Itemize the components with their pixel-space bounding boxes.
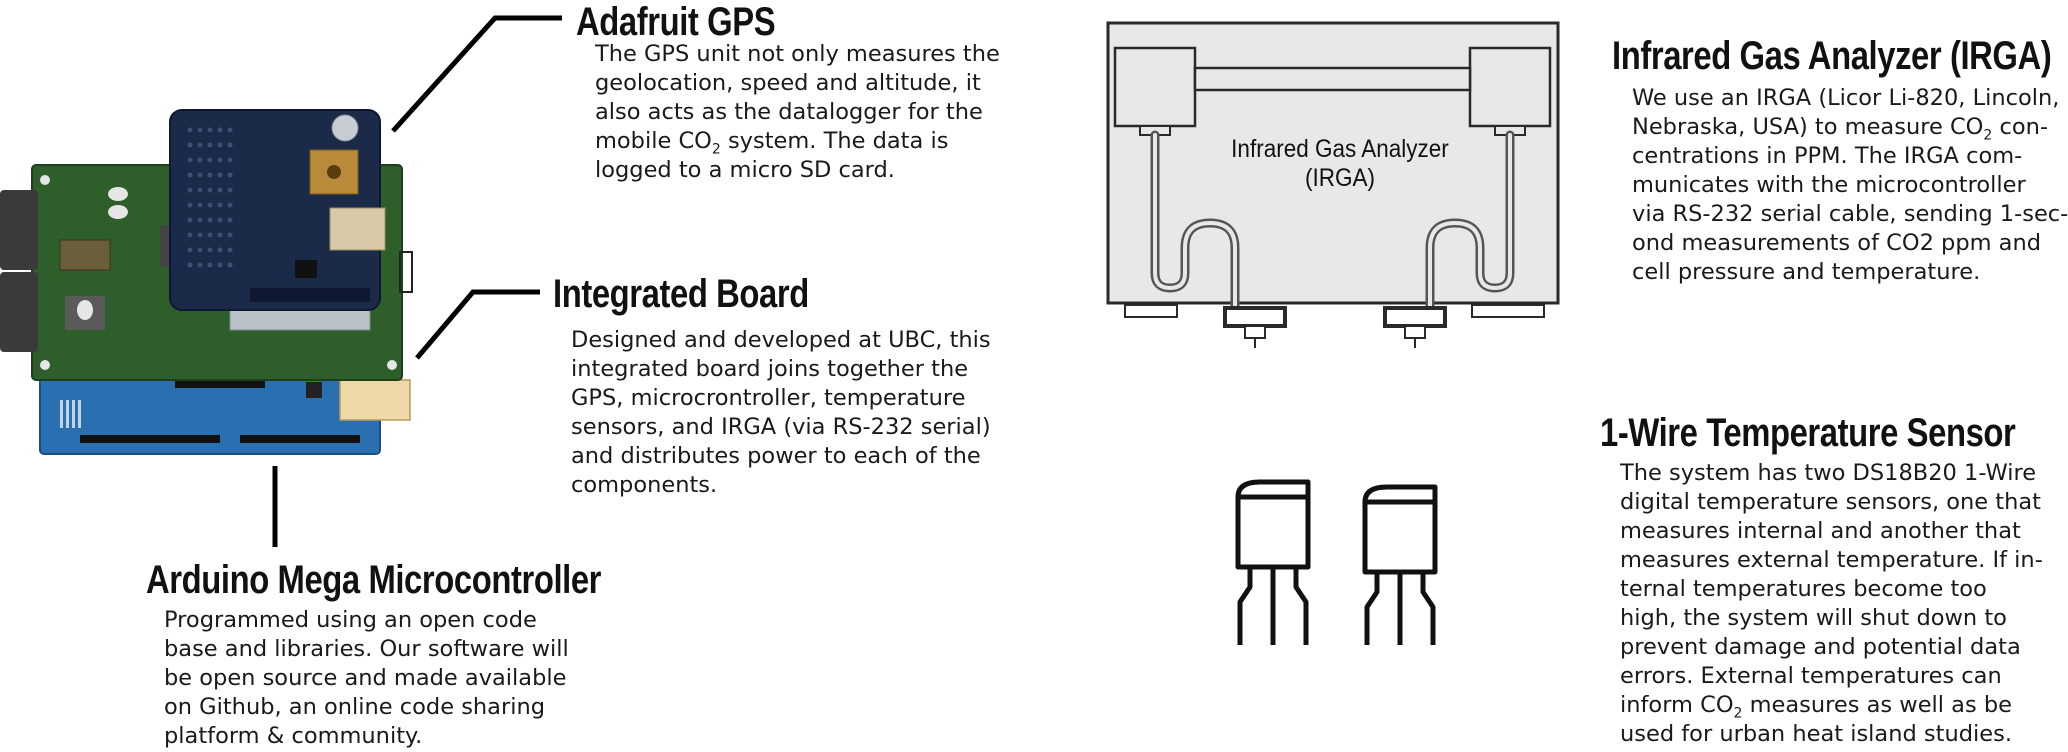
line-text: inform CO [1620, 692, 1734, 718]
line-text: on Github, an online code sharing [164, 694, 546, 720]
line-text: We use an IRGA (Licor Li-820, Lincoln, [1632, 85, 2060, 111]
description-line: digital temperature sensors, one that [1620, 488, 2050, 517]
description-line: also acts as the datalogger for the [595, 98, 1035, 127]
description-line: and distributes power to each of the [571, 442, 1011, 471]
board-description: Designed and developed at UBC, this integ… [571, 326, 1011, 500]
sensor-right [1362, 484, 1438, 645]
subscript: 2 [711, 141, 721, 158]
adafruit-gps-shield [169, 109, 386, 311]
line-text: con- [1992, 114, 2048, 140]
description-line: Designed and developed at UBC, this [571, 326, 1011, 355]
line-text: errors. External temperatures can [1620, 663, 2002, 689]
description-line: geolocation, speed and altitude, it [595, 69, 1035, 98]
irga-box-label-line1: Infrared Gas Analyzer [1231, 135, 1449, 163]
line-text: centrations in PPM. The IRGA com- [1632, 143, 2023, 169]
description-line: on Github, an online code sharing [164, 693, 604, 722]
gps-heading: Adafruit GPS [576, 0, 776, 44]
line-text: base and libraries. Our software will [164, 636, 569, 662]
description-line: platform & community. [164, 722, 604, 751]
line-text: mobile CO [595, 128, 712, 154]
irga-heading: Infrared Gas Analyzer (IRGA) [1612, 34, 2052, 78]
line-text: The system has two DS18B20 1-Wire [1620, 460, 2037, 486]
subscript: 2 [1733, 705, 1743, 722]
description-line: prevent damage and potential data [1620, 633, 2050, 662]
irga-box-label-line2: (IRGA) [1304, 164, 1376, 192]
description-line: municates with the microcontroller [1632, 171, 2052, 200]
description-line: logged to a micro SD card. [595, 156, 1035, 185]
line-text: GPS, microcrontroller, temperature [571, 385, 966, 411]
irga-left-port [1223, 306, 1287, 328]
description-line: inform CO2 measures as well as be [1620, 691, 2050, 722]
irga-right-chamber [1468, 46, 1552, 128]
arduino-heading: Arduino Mega Microcontroller [146, 558, 602, 602]
line-text: sensors, and IRGA (via RS-232 serial) [571, 414, 991, 440]
description-line: mobile CO2 system. The data is [595, 127, 1035, 158]
line-text: digital temperature sensors, one that [1620, 489, 2041, 515]
temperature-sensors-illustration [1235, 479, 1438, 645]
description-line: used for urban heat island studies. [1620, 720, 2050, 749]
description-line: via RS-232 serial cable, sending 1-sec- [1632, 200, 2068, 229]
irga-box-label: Infrared Gas Analyzer (IRGA) [1205, 135, 1475, 193]
description-line: centrations in PPM. The IRGA com- [1632, 142, 2052, 171]
line-text: high, the system will shut down to [1620, 605, 2007, 631]
description-line: We use an IRGA (Licor Li-820, Lincoln, [1632, 84, 2059, 113]
board-heading: Integrated Board [553, 272, 809, 316]
line-text: Designed and developed at UBC, this [571, 327, 991, 353]
description-line: measures external temperature. If in- [1620, 546, 2050, 575]
irga-left-chamber [1113, 46, 1197, 128]
irga-right-port [1383, 306, 1447, 328]
description-line: cell pressure and temperature. [1632, 258, 2052, 287]
description-line: errors. External temperatures can [1620, 662, 2050, 691]
line-text: The GPS unit not only measures the [595, 41, 1000, 67]
description-line: integrated board joins together the [571, 355, 1011, 384]
irga-illustration [1106, 21, 1560, 348]
line-text: ternal temperatures become too [1620, 576, 1987, 602]
line-text: used for urban heat island studies. [1620, 721, 2012, 747]
description-line: Programmed using an open code [164, 606, 604, 635]
irga-description: We use an IRGA (Licor Li-820, Lincoln,Ne… [1632, 84, 2068, 287]
description-line: base and libraries. Our software will [164, 635, 604, 664]
sensor-description: The system has two DS18B20 1-Wire digital… [1620, 459, 2050, 749]
line-text: components. [571, 472, 718, 498]
sensor-left [1235, 479, 1311, 645]
line-text: measures as well as be [1742, 692, 2012, 718]
description-line: Nebraska, USA) to measure CO2 con- [1632, 113, 2052, 144]
line-text: municates with the microcontroller [1632, 172, 2026, 198]
board-leader-line [415, 289, 540, 360]
description-line: ternal temperatures become too [1620, 575, 2050, 604]
line-text: Programmed using an open code [164, 607, 537, 633]
line-text: measures internal and another that [1620, 518, 2021, 544]
description-line: The system has two DS18B20 1-Wire [1620, 459, 2050, 488]
description-line: components. [571, 471, 1011, 500]
description-line: sensors, and IRGA (via RS-232 serial) [571, 413, 1011, 442]
line-text: and distributes power to each of the [571, 443, 981, 469]
gps-description: The GPS unit not only measures the geoloc… [595, 40, 1035, 185]
description-line: The GPS unit not only measures the [595, 40, 1035, 69]
description-line: GPS, microcrontroller, temperature [571, 384, 1011, 413]
line-text: cell pressure and temperature. [1632, 259, 1981, 285]
line-text: via RS-232 serial cable, sending 1-sec- [1632, 201, 2068, 227]
sensor-heading: 1-Wire Temperature Sensor [1600, 411, 2016, 455]
line-text: prevent damage and potential data [1620, 634, 2021, 660]
line-text: also acts as the datalogger for the [595, 99, 983, 125]
line-text: system. The data is [720, 128, 949, 154]
arduino-mega-board [39, 371, 411, 455]
line-text: platform & community. [164, 723, 423, 749]
line-text: logged to a micro SD card. [595, 157, 895, 183]
line-text: Nebraska, USA) to measure CO [1632, 114, 1984, 140]
line-text: ond measurements of CO2 ppm and [1632, 230, 2041, 256]
line-text: integrated board joins together the [571, 356, 969, 382]
description-line: ond measurements of CO2 ppm and [1632, 229, 2052, 258]
arduino-description: Programmed using an open code base and li… [164, 606, 604, 751]
line-text: geolocation, speed and altitude, it [595, 70, 981, 96]
description-line: be open source and made available [164, 664, 604, 693]
line-text: be open source and made available [164, 665, 567, 691]
subscript: 2 [1983, 127, 1993, 144]
description-line: measures internal and another that [1620, 517, 2050, 546]
line-text: measures external temperature. If in- [1620, 547, 2043, 573]
description-line: high, the system will shut down to [1620, 604, 2050, 633]
electronics-stack-illustration [0, 109, 413, 455]
